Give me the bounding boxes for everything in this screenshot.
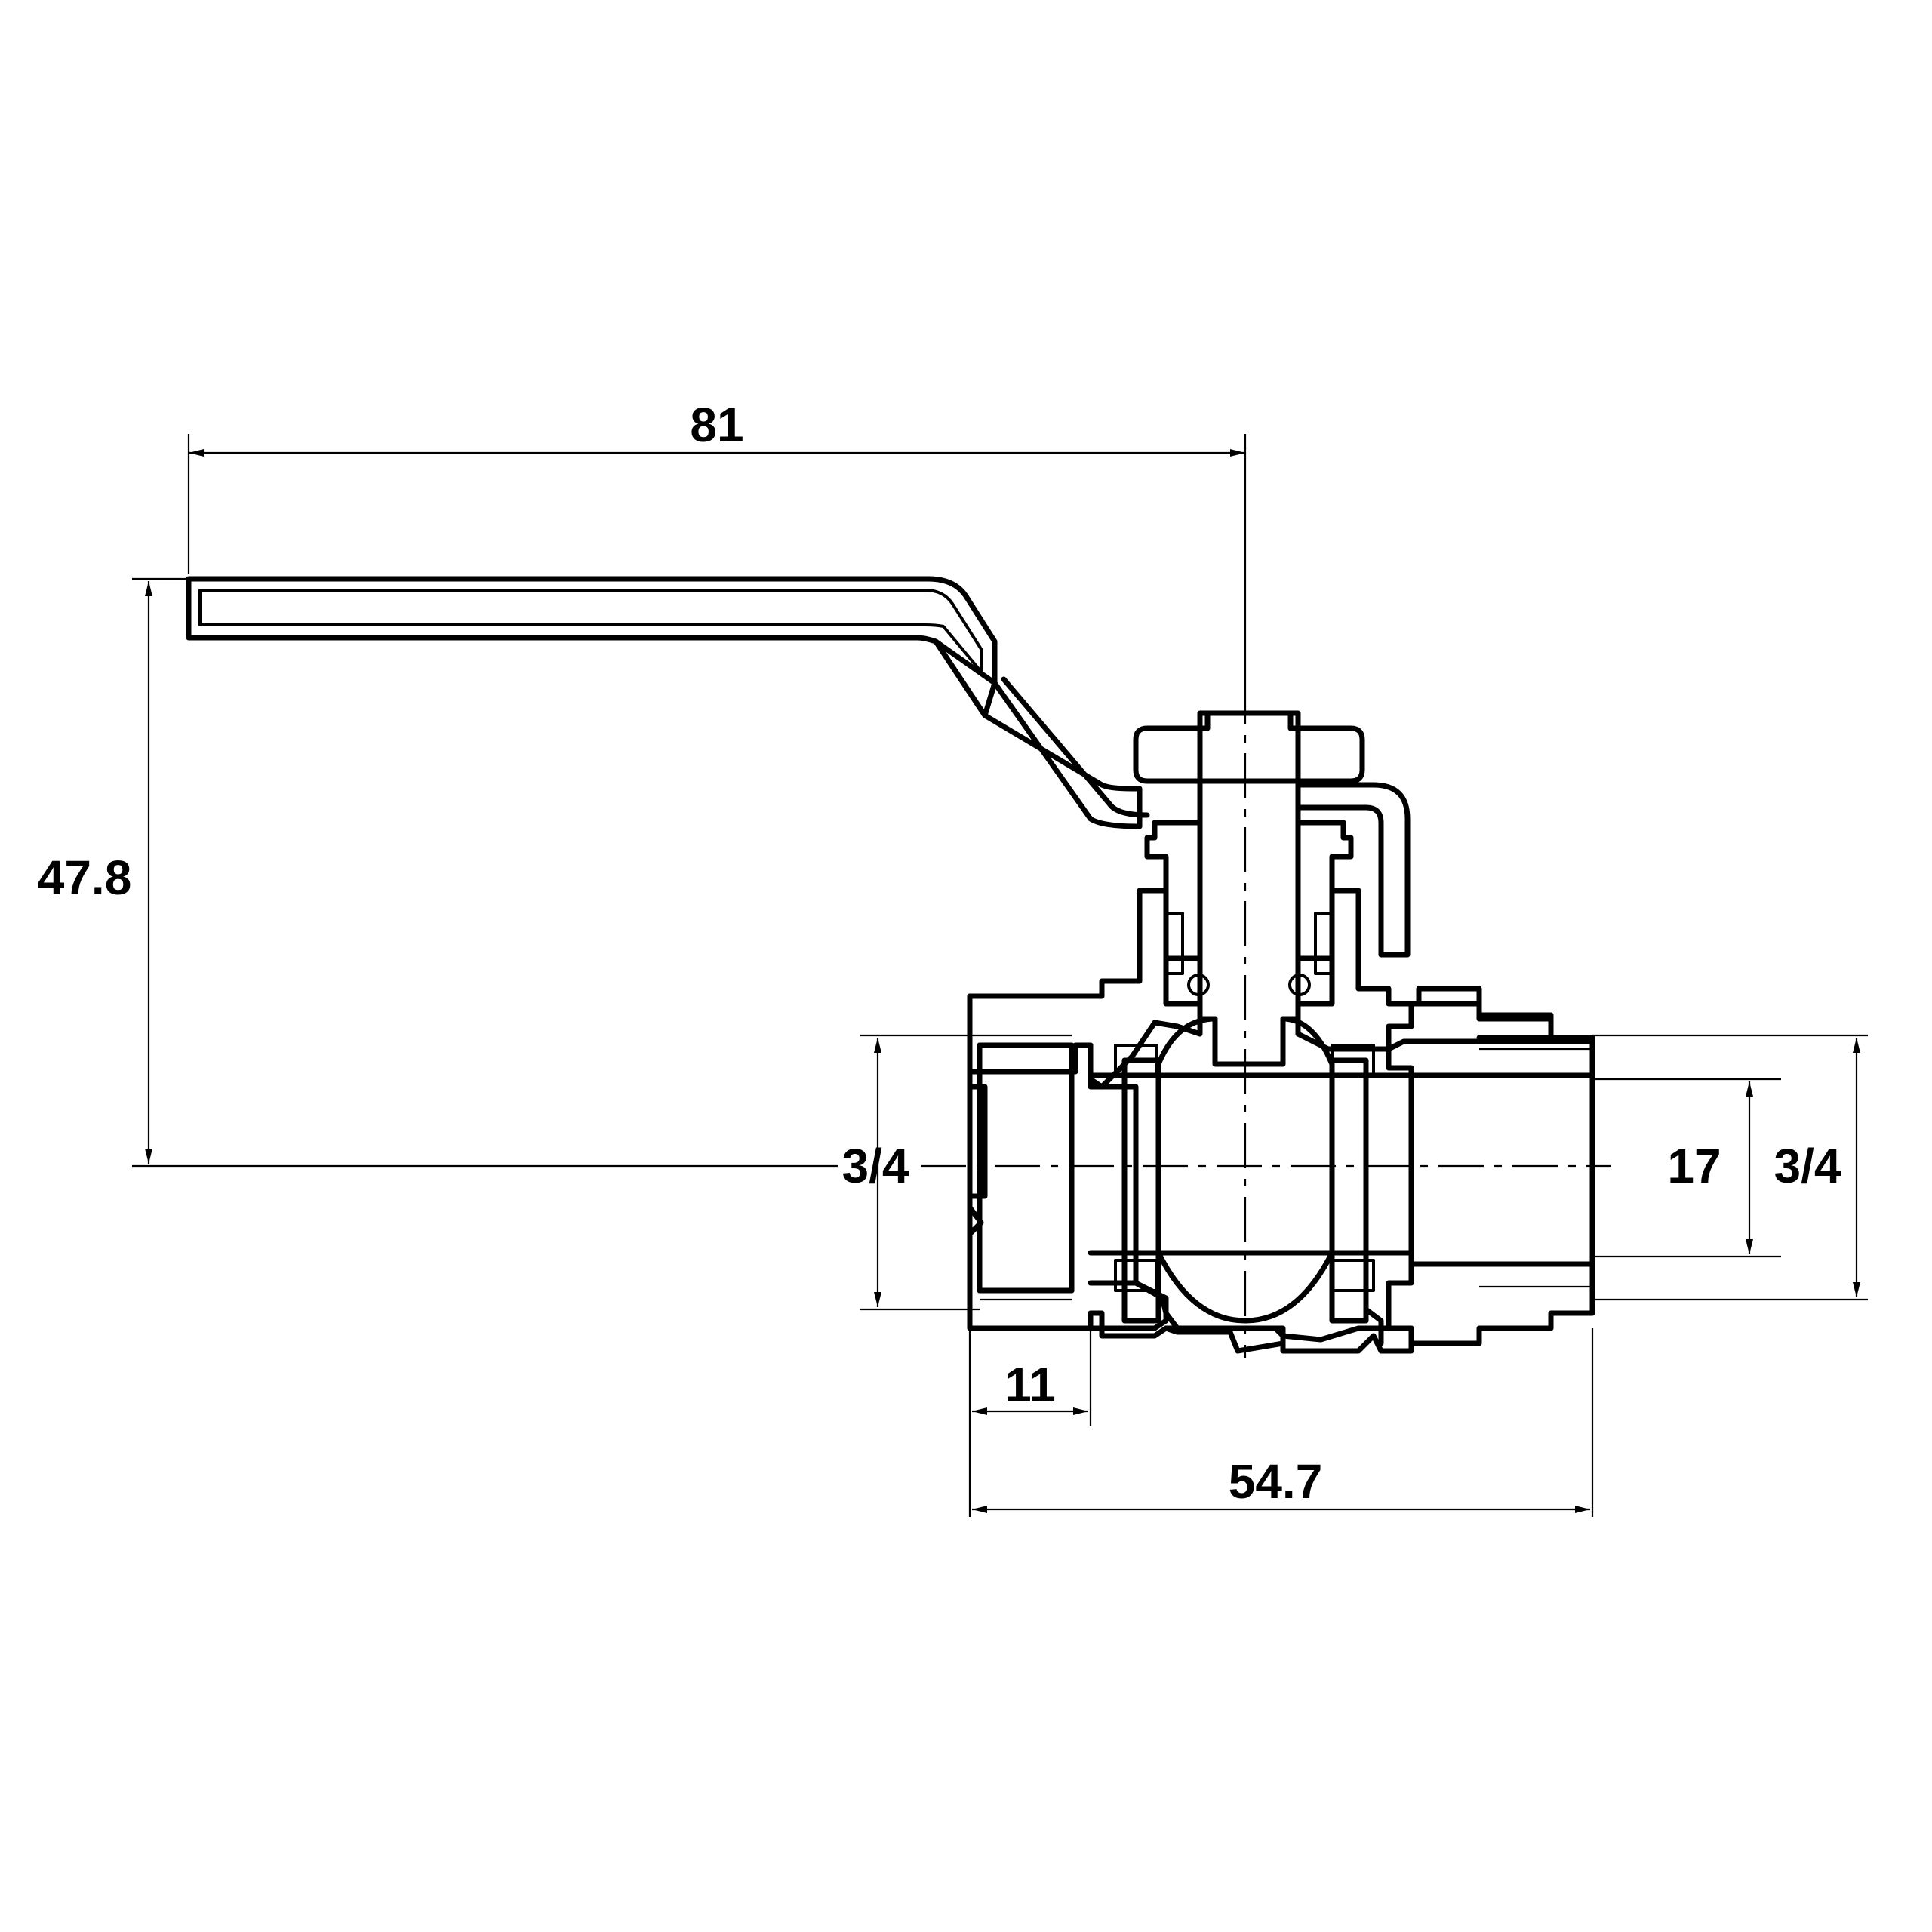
dimension-handle-length: 81 [187, 398, 1247, 679]
dimension-right-thread: 3/4 [1592, 1034, 1868, 1301]
right-bore-label: 17 [1667, 1139, 1721, 1193]
right-thread-label: 3/4 [1774, 1139, 1841, 1193]
valve-body [967, 888, 1595, 1354]
dimension-thread-depth: 11 [968, 1328, 1092, 1517]
dimension-height: 47.8 [38, 577, 838, 1168]
handle-length-label: 81 [690, 398, 743, 452]
stem-assembly [1133, 710, 1411, 1067]
thread-depth-label: 11 [1004, 1358, 1056, 1412]
dimension-right-bore: 17 [1592, 1078, 1781, 1258]
dimension-overall-length: 54.7 [972, 1328, 1594, 1517]
left-thread-label: 3/4 [842, 1139, 909, 1193]
overall-length-label: 54.7 [1229, 1454, 1323, 1509]
lever-handle [186, 576, 1150, 829]
ball-and-seats [1088, 1016, 1414, 1324]
centre-lines [921, 679, 1611, 1358]
height-label: 47.8 [38, 851, 132, 905]
dimension-left-thread: 3/4 [842, 1034, 980, 1311]
